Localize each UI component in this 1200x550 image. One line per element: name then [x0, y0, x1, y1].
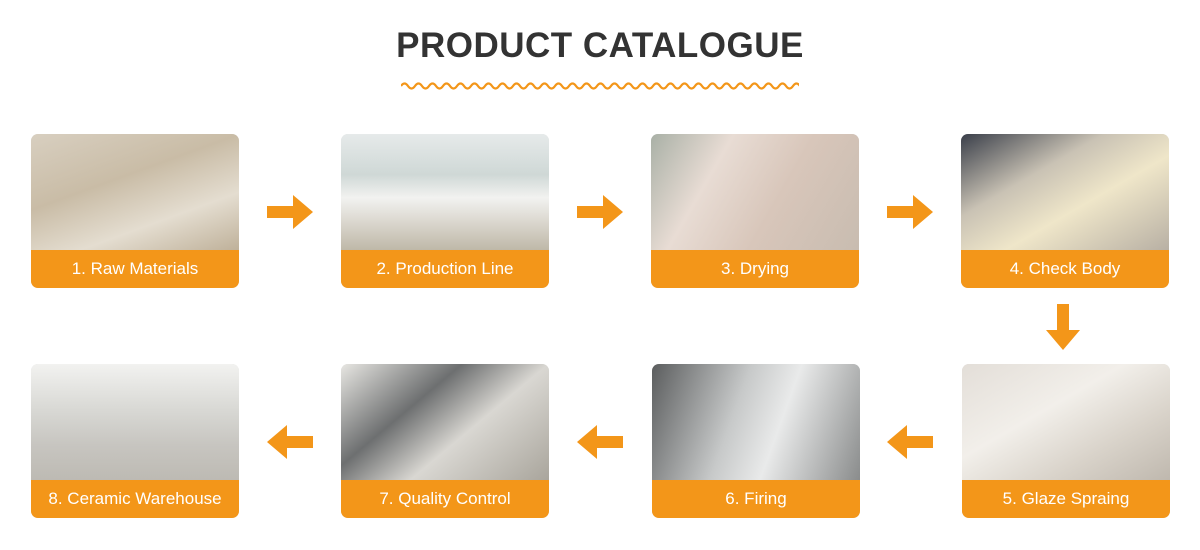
step-card-check-body: 4. Check Body	[961, 134, 1169, 288]
drying-photo	[651, 134, 859, 250]
step-label: 3. Drying	[651, 250, 859, 288]
quality-control-photo	[341, 364, 549, 480]
step-label: 5. Glaze Spraing	[962, 480, 1170, 518]
step-card-glaze-spraying: 5. Glaze Spraing	[962, 364, 1170, 518]
step-card-ceramic-warehouse: 8. Ceramic Warehouse	[31, 364, 239, 518]
step-label: 8. Ceramic Warehouse	[31, 480, 239, 518]
arrow-left-icon	[577, 425, 623, 459]
arrow-right-icon	[577, 195, 623, 229]
arrow-left-icon	[887, 425, 933, 459]
step-label: 4. Check Body	[961, 250, 1169, 288]
glaze-spraying-photo	[962, 364, 1170, 480]
firing-photo	[652, 364, 860, 480]
step-card-quality-control: 7. Quality Control	[341, 364, 549, 518]
check-body-photo	[961, 134, 1169, 250]
step-card-production-line: 2. Production Line	[341, 134, 549, 288]
arrow-down-icon	[1046, 304, 1080, 350]
step-card-firing: 6. Firing	[652, 364, 860, 518]
step-label: 1. Raw Materials	[31, 250, 239, 288]
step-label: 6. Firing	[652, 480, 860, 518]
arrow-right-icon	[267, 195, 313, 229]
step-label: 2. Production Line	[341, 250, 549, 288]
step-label: 7. Quality Control	[341, 480, 549, 518]
production-line-photo	[341, 134, 549, 250]
page-title: PRODUCT CATALOGUE	[396, 26, 804, 65]
raw-materials-photo	[31, 134, 239, 250]
arrow-left-icon	[267, 425, 313, 459]
arrow-right-icon	[887, 195, 933, 229]
wave-divider	[401, 82, 799, 90]
ceramic-warehouse-photo	[31, 364, 239, 480]
step-card-raw-materials: 1. Raw Materials	[31, 134, 239, 288]
step-card-drying: 3. Drying	[651, 134, 859, 288]
